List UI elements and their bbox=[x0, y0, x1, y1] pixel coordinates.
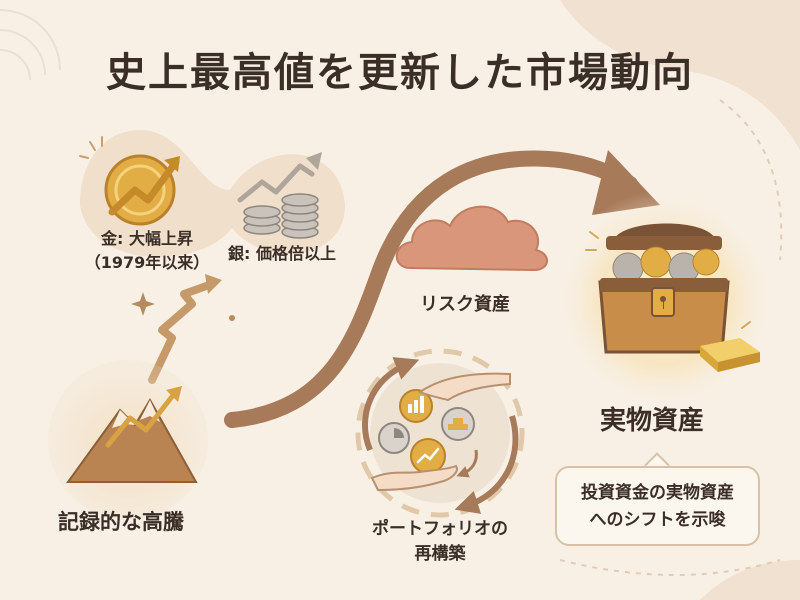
mountain-peak-icon bbox=[66, 386, 198, 483]
peak-label: 記録的な高騰 bbox=[58, 510, 184, 534]
bar-chart-coin-icon bbox=[399, 389, 433, 423]
risk-assets-label: リスク資産 bbox=[420, 294, 510, 315]
top-hand-icon bbox=[417, 372, 511, 402]
gold-bar-icon bbox=[700, 338, 760, 372]
portfolio-cycle-ring bbox=[355, 348, 525, 518]
sparkle-icon bbox=[79, 136, 103, 159]
callout-line1: 投資資金の実物資産 bbox=[581, 483, 734, 503]
flow-arrow bbox=[224, 150, 638, 428]
cloud-icon bbox=[395, 205, 548, 272]
page-title: 史上最高値を更新した市場動向 bbox=[106, 50, 694, 96]
cycle-arrow-left bbox=[362, 357, 420, 452]
zigzag-up-arrow-icon bbox=[148, 274, 222, 384]
gold-bars-coin-icon bbox=[441, 407, 475, 441]
growth-coin-icon bbox=[410, 438, 446, 474]
corner-decoration-top-left bbox=[0, 9, 61, 81]
small-sparkle-icon bbox=[131, 292, 235, 321]
gold-label: 金: 大幅上昇 （1979年以来） bbox=[72, 227, 222, 275]
chest-sparkle-icon bbox=[585, 231, 751, 329]
pie-chart-coin-icon bbox=[378, 422, 410, 454]
real-assets-label: 実物資産 bbox=[600, 406, 705, 436]
portfolio-label: ポートフォリオの 再構築 bbox=[365, 517, 515, 567]
corner-blob-bottom-right bbox=[700, 560, 800, 600]
cycle-arrow-right bbox=[454, 415, 519, 514]
bottom-hand-icon bbox=[370, 464, 458, 492]
portfolio-label-line2: 再構築 bbox=[414, 544, 466, 564]
callout-box: 投資資金の実物資産 へのシフトを示唆 bbox=[555, 466, 760, 546]
gold-label-line2: （1979年以来） bbox=[84, 253, 210, 272]
dashed-curve-right bbox=[719, 99, 783, 261]
corner-blob-top-right bbox=[560, 0, 800, 150]
gold-coin-icon bbox=[104, 154, 180, 226]
gold-label-line1: 金: 大幅上昇 bbox=[101, 229, 193, 248]
treasure-chest-icon bbox=[598, 223, 730, 354]
silver-coins-chart-icon bbox=[237, 152, 322, 239]
callout-line2: へのシフトを示唆 bbox=[589, 510, 726, 530]
portfolio-label-line1: ポートフォリオの bbox=[372, 519, 508, 539]
silver-label: 銀: 価格倍以上 bbox=[228, 244, 336, 263]
cycle-arrow-inner bbox=[456, 449, 478, 478]
